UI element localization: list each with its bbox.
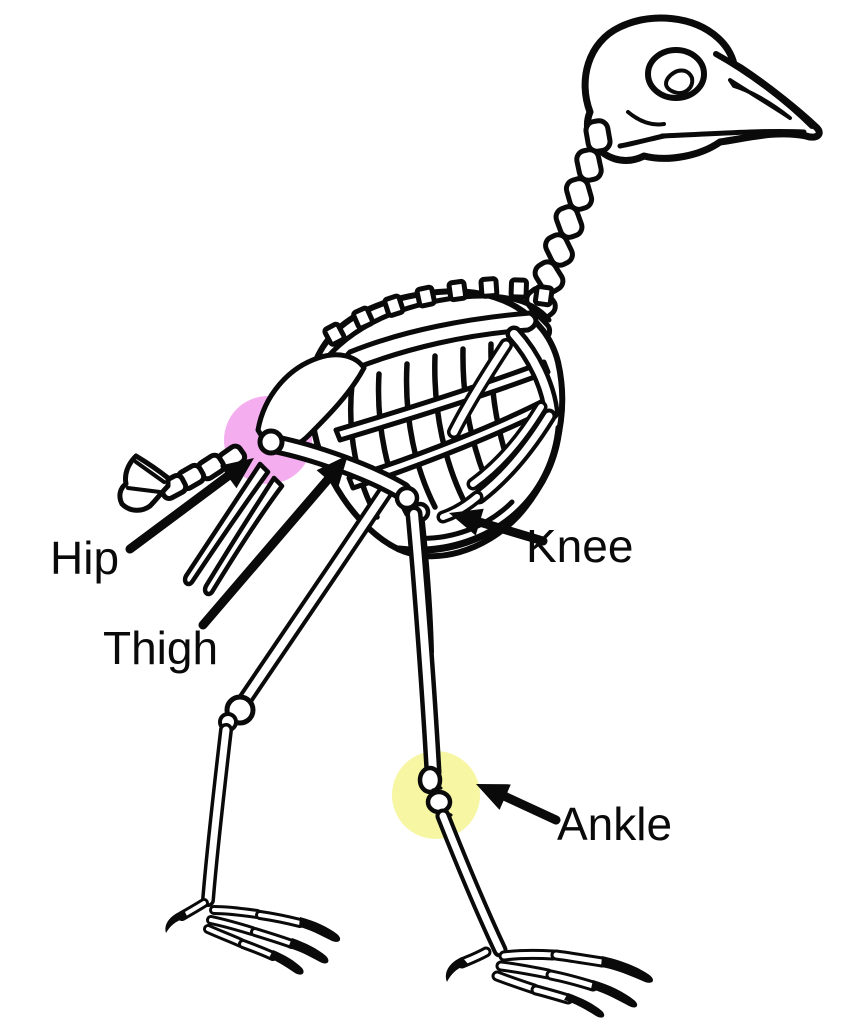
skull — [581, 14, 823, 164]
thigh-arrow — [198, 455, 348, 630]
neck-vertebrae — [517, 118, 613, 346]
fibula — [421, 520, 434, 654]
far-back-claw — [165, 910, 188, 933]
annotation-labels: Hip Thigh Knee Ankle — [50, 520, 672, 850]
beak-ridge — [713, 51, 815, 129]
back-claw — [445, 957, 469, 982]
hip-arrow — [125, 458, 254, 554]
tail-vertebrae — [117, 443, 248, 513]
near-leg — [405, 505, 654, 1018]
far-foot — [165, 898, 341, 975]
pubis-bones — [182, 461, 285, 597]
far-leg — [165, 480, 396, 975]
spinous-processes — [322, 276, 555, 347]
ankle-arrow — [476, 784, 561, 825]
skeleton — [117, 14, 823, 1018]
wing-bones — [436, 325, 560, 524]
knee-label: Knee — [526, 520, 633, 572]
knee-arrowhead — [449, 508, 484, 536]
knee-arrow — [449, 508, 548, 546]
ankle-arrowhead — [476, 784, 511, 810]
hip-arrowhead — [219, 458, 254, 489]
keel — [395, 424, 563, 554]
near-foot — [445, 946, 654, 1018]
ankle-label: Ankle — [557, 798, 672, 850]
thigh-arrowhead — [316, 455, 348, 489]
femoral-head — [257, 428, 285, 456]
annotation-arrows — [125, 455, 561, 825]
nostril — [728, 78, 792, 120]
mouth-line — [659, 128, 807, 139]
pygostyle — [117, 453, 171, 513]
hip-label: Hip — [50, 532, 119, 584]
thigh-label: Thigh — [103, 622, 218, 674]
